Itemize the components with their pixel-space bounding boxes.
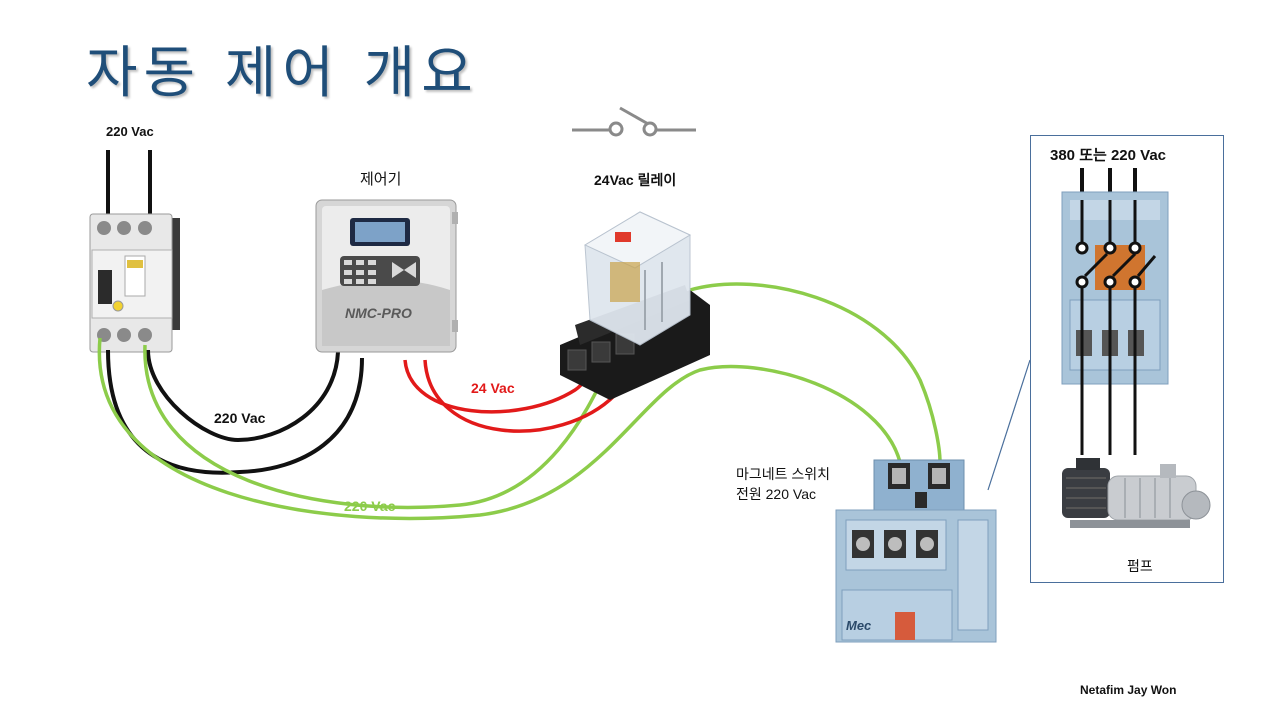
pump-device — [1062, 458, 1211, 528]
magnetic-switch-device: Mec — [835, 459, 997, 643]
controller-label: 제어기 — [360, 171, 402, 188]
panel-contactor-device — [1061, 191, 1169, 385]
pump-label: 펌프 — [1127, 558, 1153, 574]
breaker-supply-label: 220 Vac — [106, 124, 154, 139]
green-wires — [97, 282, 942, 521]
red-wire-label: 24 Vac — [471, 380, 515, 396]
switch-symbol-icon — [572, 106, 696, 137]
magnetic-switch-power-label: 전원 220 Vac — [736, 486, 816, 502]
footer-author: Netafim Jay Won — [1080, 683, 1177, 697]
magnetic-switch-label: 마그네트 스위치 — [736, 466, 831, 482]
green-wire-label: 220 Vac — [344, 498, 396, 514]
callout-line — [987, 359, 1031, 491]
contactor-supply-label: 380 또는 220 Vac — [1050, 147, 1167, 164]
circuit-breaker — [89, 213, 180, 353]
contactor-brand: Mec — [846, 618, 872, 633]
controller-device: NMC-PRO — [315, 199, 458, 353]
page-title: 자동 제어 개요 — [86, 41, 479, 106]
relay-device — [560, 211, 710, 400]
pump-panel-frame — [1030, 135, 1224, 583]
breaker-supply-wires — [106, 150, 152, 215]
black-wire-label: 220 Vac — [214, 410, 266, 426]
controller-brand: NMC-PRO — [345, 305, 412, 321]
relay-label: 24Vac 릴레이 — [594, 172, 677, 188]
panel-contact-symbol — [1075, 200, 1157, 455]
